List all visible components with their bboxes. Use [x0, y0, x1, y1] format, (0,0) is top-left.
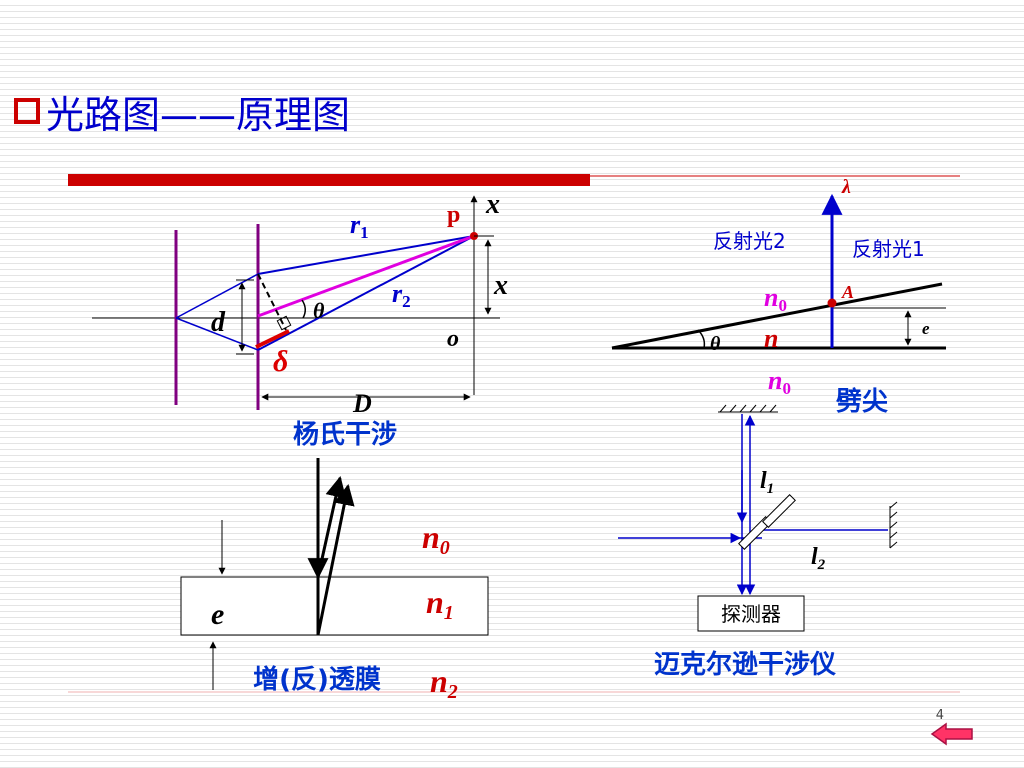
page-number: 4	[936, 708, 944, 723]
p-label: p	[447, 202, 460, 228]
detector-box	[697, 595, 805, 632]
wedge-diagram	[611, 193, 946, 350]
D-label: D	[352, 389, 372, 418]
point-A	[827, 298, 837, 308]
l2-label: l2	[811, 544, 826, 573]
theta-arc	[301, 299, 306, 319]
x-axis-label: x	[485, 189, 500, 220]
right-angle-mark	[276, 315, 292, 331]
thin-film-diagram	[180, 458, 489, 690]
compensator	[762, 494, 796, 528]
film-n1-label: n1	[426, 584, 454, 624]
right-mirror	[889, 501, 898, 549]
film-reflected-ray-2	[316, 483, 355, 636]
michelson-caption: 迈克尔逊干涉仪	[654, 649, 837, 680]
source-ray-top	[175, 273, 259, 319]
top-mirror	[718, 404, 778, 413]
back-arrow-icon	[930, 722, 973, 746]
wedge-n0-bottom-label: n0	[768, 366, 791, 398]
film-caption: 增(反)透膜	[253, 664, 381, 695]
reflected-light-2-label: 反射光2	[713, 229, 786, 253]
path-difference-delta	[255, 329, 290, 349]
r1-label: r1	[350, 210, 369, 242]
page-title-text: 光路图——原理图	[46, 92, 351, 137]
l1-label: l1	[760, 468, 774, 497]
film-n2-label: n2	[430, 663, 458, 703]
wedge-n0-top-label: n0	[764, 283, 787, 315]
header-divider	[68, 174, 960, 186]
wedge-caption: 劈尖	[835, 386, 888, 417]
wedge-theta-label: θ	[710, 333, 721, 355]
film-e-label: e	[211, 598, 224, 631]
young-caption: 杨氏干涉	[293, 420, 397, 450]
ray-r2	[257, 235, 475, 351]
lambda-label: λ	[841, 176, 851, 198]
wedge-n-label: n	[764, 324, 778, 353]
perpendicular-dashed	[257, 273, 287, 331]
x-distance-label: x	[493, 270, 508, 301]
wedge-top-surface	[611, 282, 943, 350]
A-label: A	[841, 282, 854, 302]
michelson-diagram	[618, 404, 898, 596]
film-n0-label: n0	[422, 519, 450, 559]
back-arrow-button[interactable]	[930, 722, 974, 746]
delta-label: δ	[273, 345, 288, 378]
ray-r1	[257, 235, 475, 275]
young-diagram	[92, 195, 500, 410]
r2-label: r2	[392, 279, 411, 311]
wedge-e-label: e	[922, 319, 930, 338]
d-label: d	[211, 307, 226, 338]
page-title: 光路图——原理图	[14, 86, 351, 137]
detector-label: 探测器	[721, 602, 781, 626]
theta-label: θ	[313, 298, 325, 323]
square-bullet-icon	[14, 98, 40, 124]
film-layer	[180, 576, 489, 636]
reflected-light-1-label: 反射光1	[852, 237, 925, 261]
center-ray	[257, 234, 475, 318]
wedge-theta-arc	[697, 329, 706, 349]
o-label: o	[447, 326, 459, 352]
film-reflected-ray-1	[316, 475, 347, 578]
